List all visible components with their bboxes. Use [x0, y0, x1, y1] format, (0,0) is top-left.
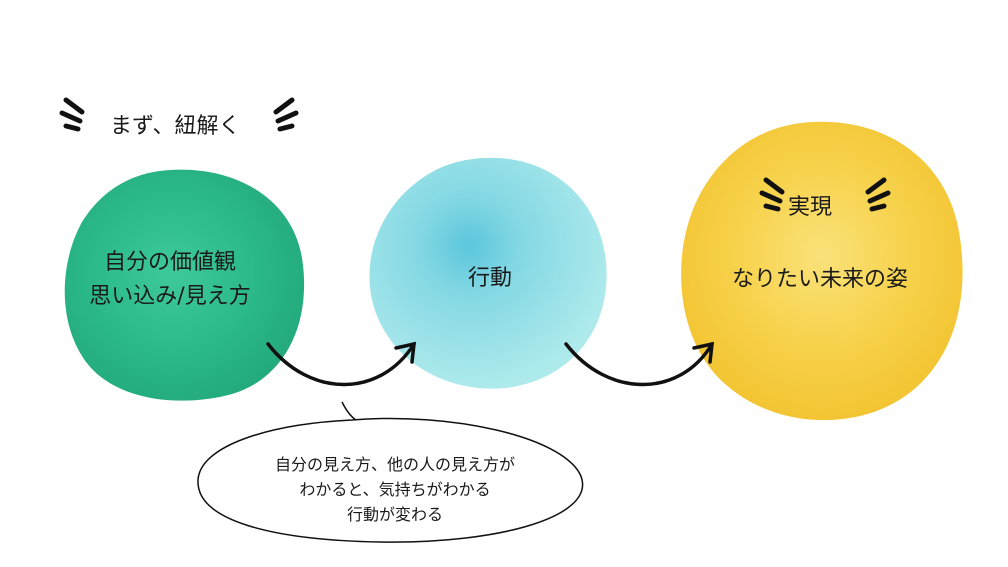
yellow-circle [681, 121, 963, 421]
arrow-right-icon [266, 341, 417, 387]
bubble-text: 自分の見え方、他の人の見え方が わかると、気持ちがわかる 行動が変わる [220, 452, 570, 527]
realization-heading: 実現 [787, 195, 832, 220]
bubble-line1: 自分の見え方、他の人の見え方が [274, 455, 515, 474]
blue-circle [369, 157, 607, 389]
action-label: 行動 [467, 266, 512, 291]
bubble-line3: 行動が変わる [346, 505, 443, 524]
values-label-line1: 自分の価値観 [103, 250, 236, 275]
green-circle [64, 169, 305, 401]
burst-icon [865, 177, 891, 212]
values-label: 自分の価値観 思い込み/見え方 [60, 246, 280, 314]
burst-icon [59, 97, 85, 132]
values-label-line2: 思い込み/見え方 [89, 284, 251, 309]
burst-icon [759, 177, 785, 212]
future-label: なりたい未来の姿 [731, 267, 908, 292]
page-heading: まず、紐解く [110, 114, 241, 139]
speech-bubble [197, 401, 584, 543]
bubble-line2: わかると、気持ちがわかる [299, 480, 491, 499]
burst-icon [273, 97, 299, 132]
arrow-right-icon [564, 341, 715, 387]
